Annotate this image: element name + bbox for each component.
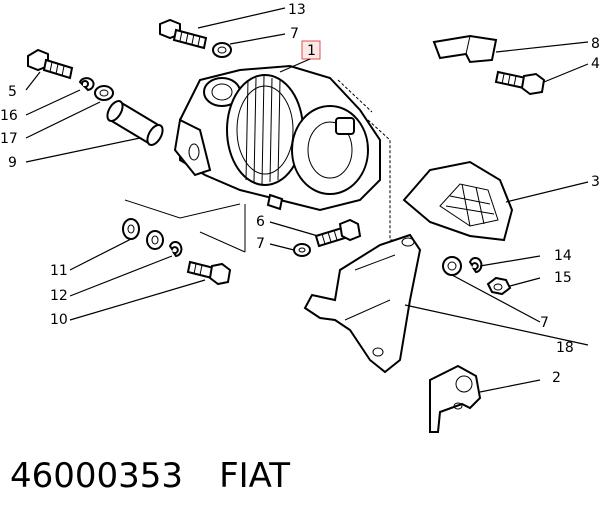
washer-7-middle [293, 243, 311, 257]
washer-11-b [146, 230, 164, 250]
washer-7-right [442, 256, 462, 276]
callout-9: 9 [8, 155, 17, 171]
bolt-6 [314, 218, 362, 248]
callout-7-middle: 7 [256, 236, 265, 252]
part-number: 46000353 [10, 456, 184, 496]
bolt-4 [494, 70, 546, 96]
spacer-bushing-9 [106, 100, 164, 146]
rear-cover-3 [402, 160, 514, 242]
part-footer: 46000353 FIAT [10, 456, 290, 496]
callout-13: 13 [288, 2, 306, 18]
callout-6: 6 [256, 214, 265, 230]
split-washer-14 [468, 257, 483, 274]
callout-1-highlight [301, 40, 321, 60]
callout-8: 8 [591, 36, 600, 52]
washer-11-a [122, 218, 140, 240]
bolt-10 [186, 260, 232, 286]
callout-14: 14 [554, 248, 572, 264]
clamp-2 [429, 364, 482, 433]
callout-11: 11 [50, 263, 68, 279]
washer-7-top [212, 42, 232, 58]
callout-1: 1 [307, 43, 316, 59]
clip-8 [432, 34, 498, 64]
nut-15 [486, 276, 512, 296]
callout-2: 2 [552, 370, 561, 386]
mounting-bracket-18 [303, 233, 422, 374]
callout-7-right: 7 [540, 315, 549, 331]
split-washer-12 [168, 241, 183, 258]
callout-17: 17 [0, 131, 18, 147]
callout-16: 16 [0, 108, 18, 124]
bolt-13 [159, 18, 208, 50]
callout-4: 4 [591, 56, 600, 72]
washer-17 [94, 85, 114, 101]
callout-3: 3 [591, 174, 600, 190]
callout-18: 18 [556, 340, 574, 356]
callout-12: 12 [50, 288, 68, 304]
alternator-assembly [173, 64, 381, 212]
brand-name: FIAT [219, 456, 291, 496]
callout-15: 15 [554, 270, 572, 286]
split-washer-16 [78, 77, 95, 92]
bolt-5 [27, 48, 74, 80]
callout-10: 10 [50, 312, 68, 328]
callout-5: 5 [8, 84, 17, 100]
callout-7-top: 7 [290, 26, 299, 42]
